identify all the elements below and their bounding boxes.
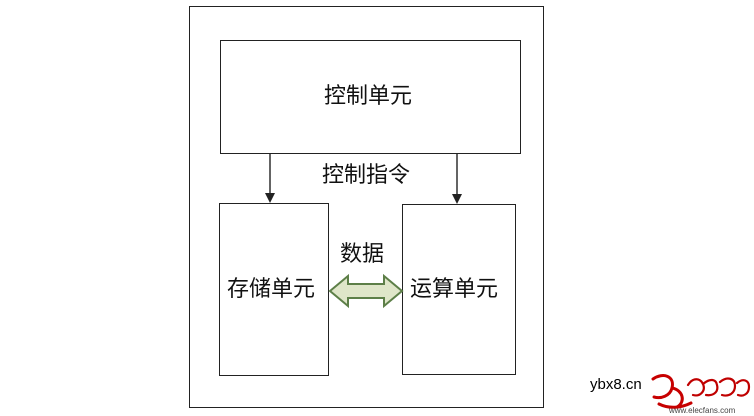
- data-label: 数据: [340, 242, 385, 267]
- control-unit-box: [220, 40, 521, 154]
- control-instruction-label: 控制指令: [322, 163, 411, 188]
- watermark-url: www.elecfans.com: [668, 406, 736, 415]
- watermark-brand-logo: www.elecfans.com: [651, 374, 751, 415]
- arithmetic-unit-box: [402, 204, 516, 375]
- watermark-site-text: ybx8.cn: [590, 376, 642, 393]
- storage-unit-label: 存储单元: [227, 277, 316, 302]
- storage-unit-box: [219, 203, 329, 376]
- watermark: ybx8.cn www.elecfans.com: [590, 368, 754, 416]
- arithmetic-unit-label: 运算单元: [410, 277, 499, 302]
- control-unit-label: 控制单元: [324, 84, 413, 109]
